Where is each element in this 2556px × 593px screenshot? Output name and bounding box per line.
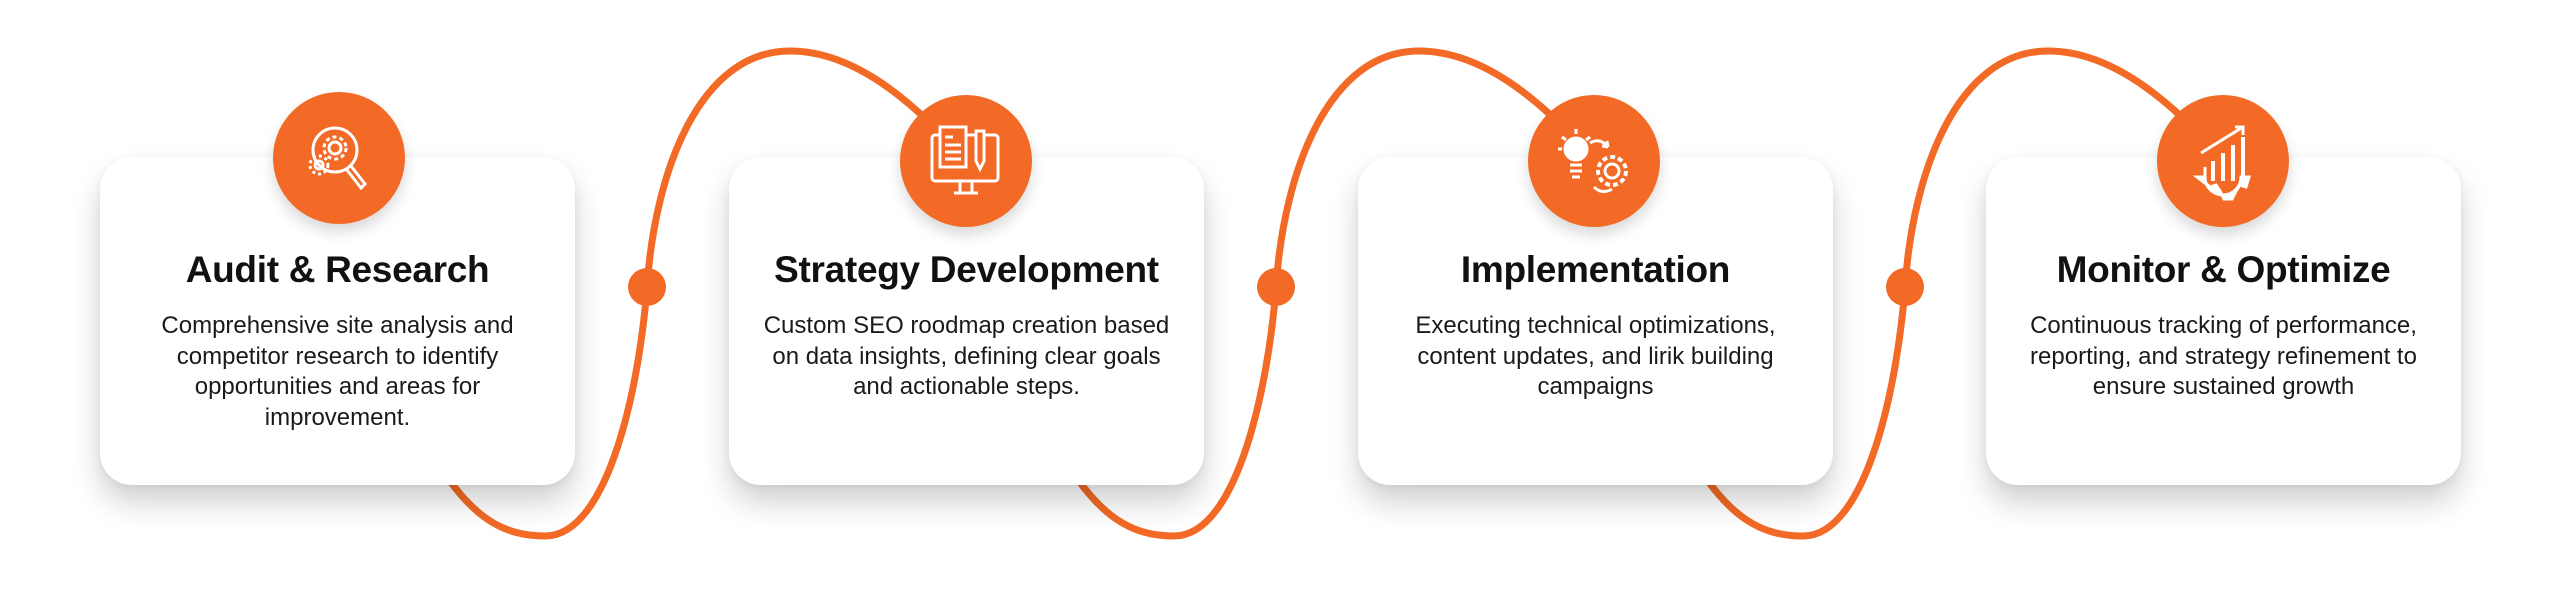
step-card-monitor: Monitor & Optimize Continuous tracking o… bbox=[1986, 157, 2461, 485]
step-description: Continuous tracking of performance, repo… bbox=[2030, 312, 2417, 400]
bulb-gear-icon bbox=[1558, 129, 1628, 194]
step-badge-implementation bbox=[1528, 95, 1660, 227]
connector-dot-2 bbox=[1257, 268, 1295, 306]
step-title: Implementation bbox=[1460, 249, 1731, 290]
step-title: Audit & Research bbox=[185, 249, 490, 290]
step-badge-monitor bbox=[2157, 95, 2289, 227]
step-title: Strategy Development bbox=[774, 249, 1159, 290]
growth-chart-gear-icon bbox=[2192, 125, 2252, 201]
step-description: Comprehensive site analysis and competit… bbox=[161, 312, 514, 431]
gear-search-icon bbox=[308, 126, 367, 191]
connector-dot-1 bbox=[628, 268, 666, 306]
step-badge-strategy bbox=[900, 95, 1032, 227]
step-description: Executing technical optimizations, conte… bbox=[1415, 312, 1776, 400]
step-badge-audit bbox=[273, 92, 405, 224]
step-title: Monitor & Optimize bbox=[2056, 249, 2391, 290]
document-monitor-icon bbox=[930, 125, 1000, 195]
step-description: Custom SEO roodmap creation based on dat… bbox=[763, 312, 1170, 400]
connector-dot-3 bbox=[1886, 268, 1924, 306]
